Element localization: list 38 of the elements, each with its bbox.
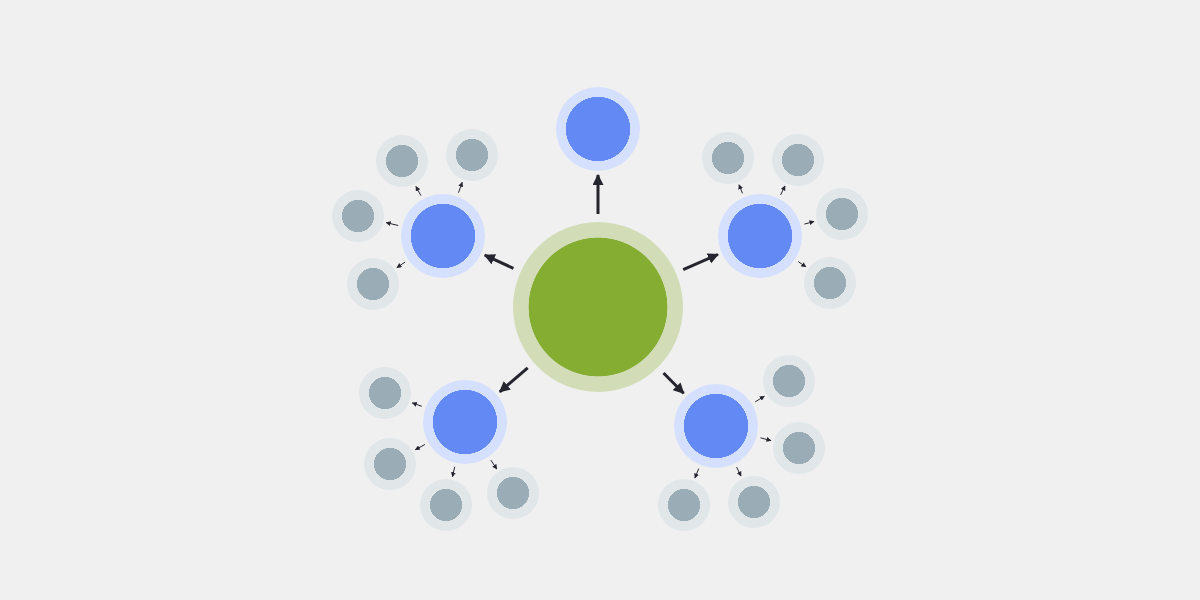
leaf-circle: [658, 479, 710, 531]
arrow: [803, 220, 815, 226]
leaf-circle: [364, 438, 416, 490]
arrow: [396, 261, 406, 269]
leaf-circle: [702, 132, 754, 184]
leaf-circle: [332, 190, 384, 242]
leaf-circle: [420, 479, 472, 531]
arrow: [411, 402, 423, 407]
arrow: [738, 184, 743, 194]
leaf-circle: [347, 258, 399, 310]
arrow: [662, 371, 685, 395]
arrow: [415, 185, 422, 197]
leaf-circle: [487, 467, 539, 519]
arrow: [451, 466, 456, 478]
arrow: [385, 221, 399, 227]
arrow: [498, 366, 529, 394]
leaf-circle: [816, 188, 868, 240]
leaf-circle: [446, 129, 498, 181]
arrow: [682, 253, 719, 272]
leaf-circle: [728, 476, 780, 528]
arrow: [592, 173, 604, 214]
arrow: [760, 437, 772, 442]
hub-circle: [674, 384, 758, 468]
leaf-circle: [376, 135, 428, 187]
arrow: [483, 253, 515, 270]
arrow: [458, 181, 464, 194]
arrow: [754, 395, 765, 403]
arrow: [694, 468, 700, 479]
arrow: [414, 444, 426, 451]
leaf-circle: [773, 422, 825, 474]
leaf-circle: [763, 355, 815, 407]
leaf-circle: [772, 134, 824, 186]
leaf-circle: [359, 367, 411, 419]
arrow: [797, 261, 807, 268]
leaf-circle: [804, 257, 856, 309]
arrow: [780, 185, 786, 196]
arrow: [736, 466, 742, 477]
arrow: [490, 459, 498, 470]
